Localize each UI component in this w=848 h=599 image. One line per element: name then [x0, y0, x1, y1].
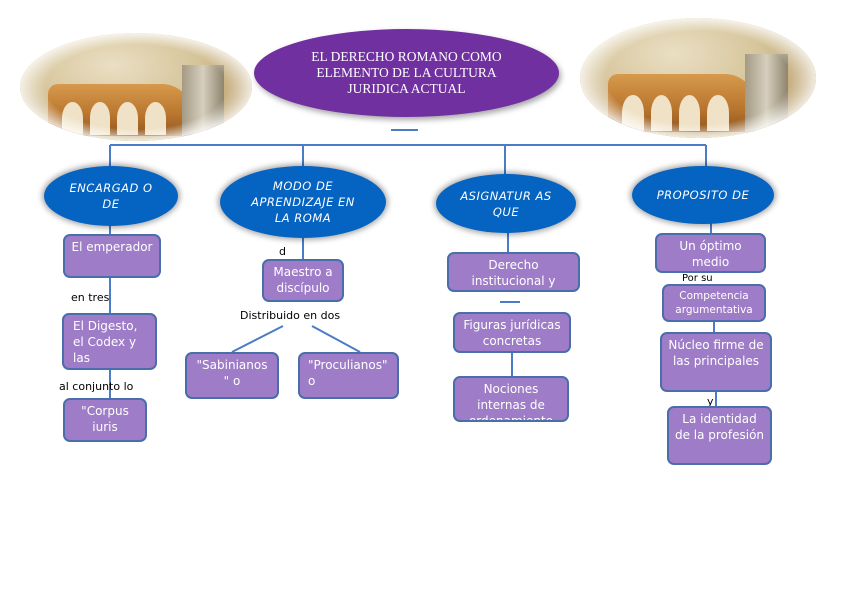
- category-label: MODO DE APRENDIZAJE EN LA ROMA: [251, 179, 355, 225]
- label-por-su: Por su: [682, 273, 713, 284]
- label-al-conjunto-lo: al conjunto lo: [59, 380, 134, 393]
- node-nucleo-firme: Núcleo firme de las principales: [660, 332, 772, 392]
- node-competencia: Competencia argumentativa: [662, 284, 766, 322]
- title-text: EL DERECHO ROMANO COMO ELEMENTO DE LA CU…: [311, 49, 502, 96]
- node-nociones-internas: Nociones internas de ordenamiento: [453, 376, 569, 422]
- link-split-sabinianos: [231, 325, 284, 353]
- colosseum-image-left: [20, 33, 252, 141]
- colosseum-image-right: [580, 18, 816, 138]
- node-identidad: La identidad de la profesión: [667, 406, 772, 465]
- node-figuras-juridicas: Figuras jurídicas concretas: [453, 312, 571, 353]
- category-label: ENCARGAD O DE: [69, 181, 153, 211]
- node-proculianos: "Proculianos" o: [298, 352, 399, 399]
- label-y: y: [707, 395, 714, 408]
- link-split-proculianos: [311, 325, 361, 353]
- node-optimo-medio: Un óptimo medio: [655, 233, 766, 273]
- node-sabinianos: "Sabinianos " o: [185, 352, 279, 399]
- title-node: EL DERECHO ROMANO COMO ELEMENTO DE LA CU…: [254, 29, 559, 117]
- node-emperador: El emperador: [63, 234, 161, 278]
- category-asignaturas: ASIGNATUR AS QUE: [436, 174, 576, 233]
- category-proposito: PROPOSITO DE: [632, 166, 774, 224]
- label-en-tres: en tres: [71, 291, 110, 304]
- category-encargado: ENCARGAD O DE: [44, 166, 178, 226]
- node-derecho-institucional: Derecho institucional y: [447, 252, 580, 292]
- category-label: PROPOSITO DE: [656, 188, 750, 202]
- label-distribuido: Distribuido en dos: [240, 309, 341, 322]
- node-maestro: Maestro a discípulo: [262, 259, 344, 302]
- category-label: ASIGNATUR AS QUE: [460, 188, 552, 219]
- label-d: d: [279, 245, 286, 258]
- node-digesto: El Digesto, el Codex y las: [62, 313, 157, 370]
- category-modo-aprendizaje: MODO DE APRENDIZAJE EN LA ROMA: [220, 166, 386, 238]
- node-corpus: "Corpus iuris: [63, 398, 147, 442]
